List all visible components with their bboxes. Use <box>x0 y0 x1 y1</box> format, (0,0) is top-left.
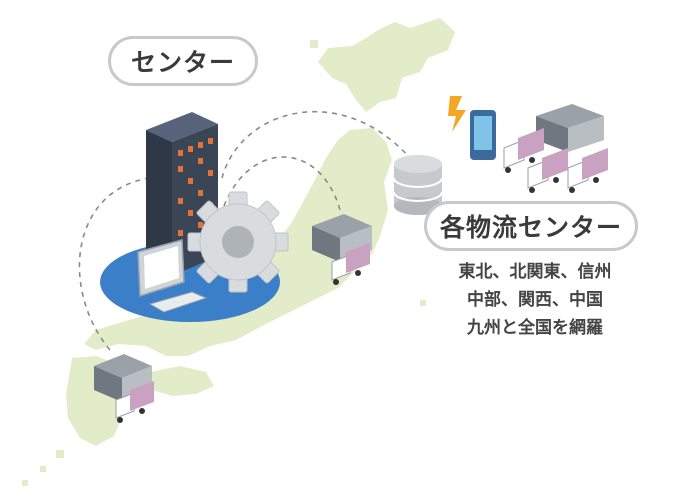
smartphone-icon <box>470 110 496 160</box>
connection-lines <box>78 110 411 351</box>
island-fragment-1 <box>56 450 64 458</box>
truck-icon-2 <box>527 148 568 193</box>
region-list: 東北、北関東、信州 中部、関西、中国 九州と全国を網羅 <box>420 258 650 342</box>
hokkaido-shape <box>318 18 455 112</box>
island-fragment-3 <box>22 480 28 486</box>
center-to-logistics-line <box>221 110 411 179</box>
east-depot-truck-icon <box>331 243 370 285</box>
logistics-warehouse-icon <box>536 104 604 152</box>
region-line-3: 九州と全国を網羅 <box>467 318 603 338</box>
center-label: センター <box>108 36 258 86</box>
truck-icon-1 <box>503 128 544 173</box>
shikoku-shape <box>150 366 214 396</box>
honshu-shape <box>84 128 392 356</box>
island-fragment-4 <box>310 40 318 48</box>
center-to-east-line <box>223 156 341 211</box>
truck-icon-3 <box>567 148 608 193</box>
lightning-icon <box>448 96 466 132</box>
gear-icon <box>187 191 289 293</box>
center-to-west-line <box>78 177 151 351</box>
region-line-2: 中部、関西、中国 <box>467 290 603 310</box>
logistics-center-label: 各物流センター <box>424 201 638 251</box>
computer-monitor-icon <box>137 239 208 313</box>
west-depot-truck-icon <box>115 381 154 423</box>
east-depot-warehouse-icon <box>312 214 372 262</box>
island-fragment-5 <box>420 300 426 306</box>
island-fragment-2 <box>40 466 46 472</box>
region-line-1: 東北、北関東、信州 <box>458 262 612 282</box>
